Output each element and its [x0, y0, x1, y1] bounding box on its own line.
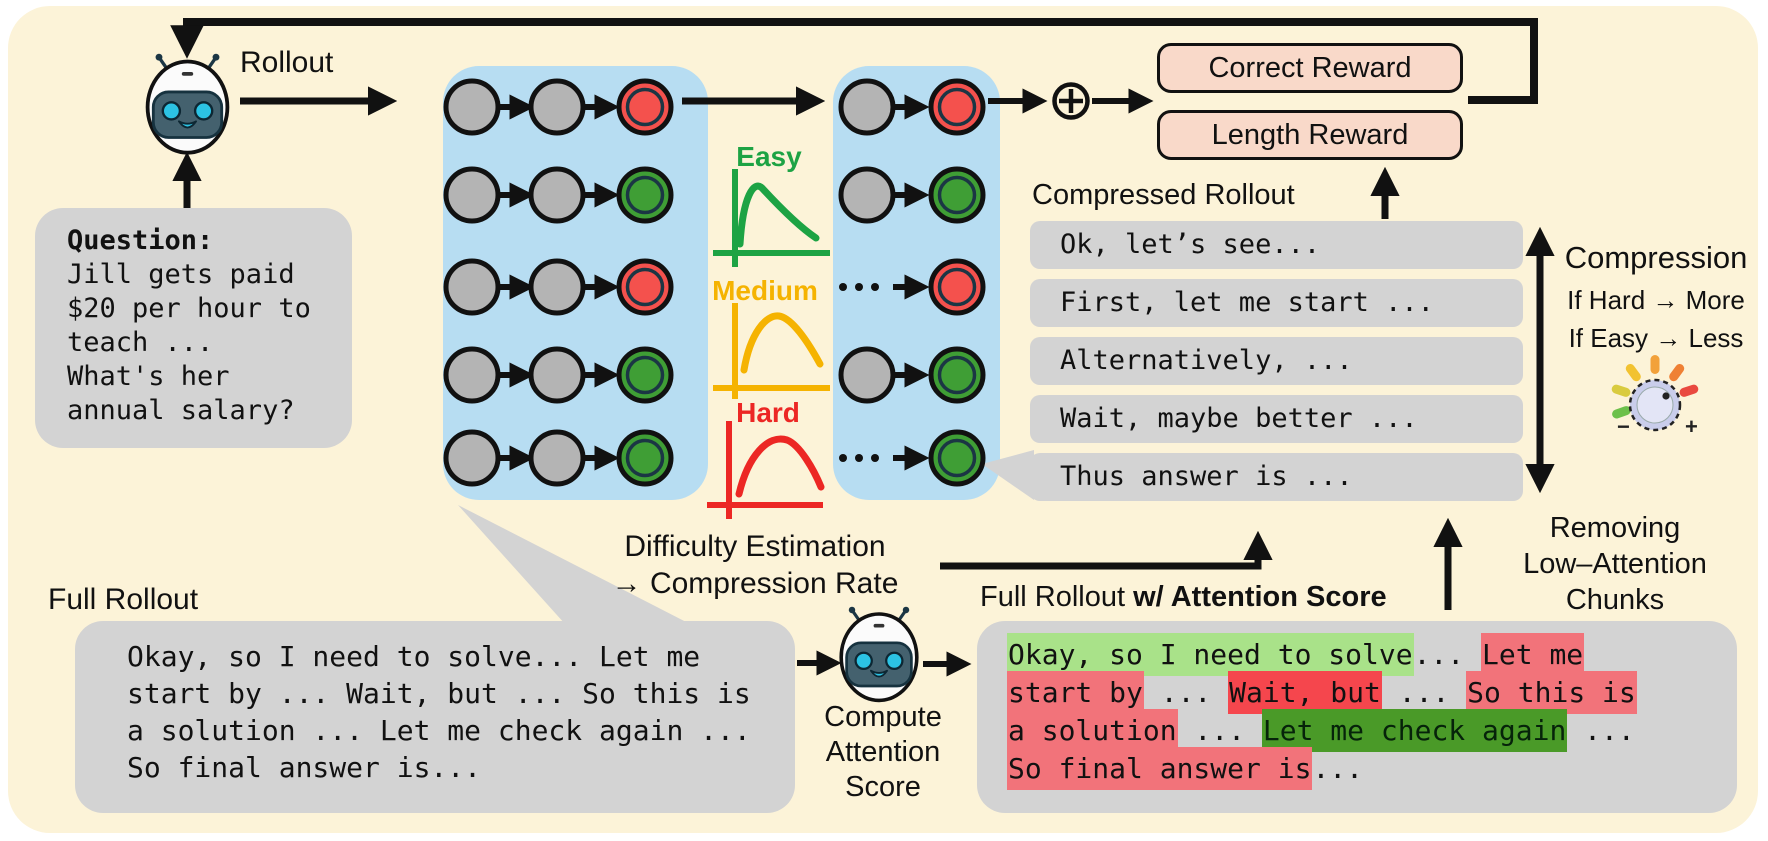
difficulty-caption: Difficulty Estimation → Compression Rate — [611, 530, 899, 600]
compute-attention-caption: Compute Attention Score — [824, 701, 942, 803]
attention-chunk-plain: ... — [1413, 638, 1482, 671]
compressed-chunk: Wait, maybe better ... — [1030, 395, 1523, 443]
question-box: Question: Jill gets paid $20 per hour to… — [35, 208, 352, 448]
attention-chunk-plain: ... — [1143, 676, 1229, 709]
easy-label: Easy — [736, 141, 802, 172]
attention-chunk-salmon: Let me — [1481, 633, 1585, 676]
attention-chunk-dark_green: Let me check again — [1261, 709, 1568, 752]
attention-score-box: Okay, so I need to solve... Let me start… — [977, 621, 1737, 813]
full-rollout-box: Okay, so I need to solve... Let me start… — [75, 621, 795, 813]
attention-line: start by ... Wait, but ... So this is — [1007, 671, 1737, 714]
compressed-chunk: First, let me start ... — [1030, 279, 1523, 327]
compressed-rollout-title: Compressed Rollout — [1032, 179, 1295, 211]
compression-rule-hard: If Hard → More — [1567, 285, 1745, 315]
attention-title-regular: Full Rollout — [980, 581, 1134, 613]
medium-label: Medium — [712, 275, 818, 306]
full-rollout-title: Full Rollout — [48, 583, 199, 616]
rollout-group-box-full — [443, 66, 708, 500]
attention-rollout-title: Full Rollout w/ Attention Score — [980, 581, 1460, 614]
attention-chunk-salmon: So this is — [1466, 671, 1637, 714]
compression-rule-easy: If Easy → Less — [1568, 323, 1744, 353]
rollout-arrow-label: Rollout — [240, 46, 334, 79]
question-body: Jill gets paid $20 per hour to teach ...… — [67, 259, 311, 426]
compression-title: Compression — [1564, 240, 1748, 275]
full-rollout-body: Okay, so I need to solve... Let me start… — [127, 640, 751, 784]
length-reward-box: Length Reward — [1157, 110, 1463, 160]
removing-chunks-label: Removing Low–Attention Chunks — [1523, 512, 1707, 616]
compressed-chunk: Alternatively, ... — [1030, 337, 1523, 385]
attention-chunk-salmon: start by — [1007, 671, 1144, 714]
attention-chunk-plain: ... — [1567, 714, 1635, 747]
attention-chunk-plain: ... — [1177, 714, 1262, 747]
compressed-chunk: Ok, let’s see... — [1030, 221, 1523, 269]
correct-reward-label: Correct Reward — [1208, 51, 1412, 84]
attention-chunk-light_green: Okay, so I need to solve — [1007, 633, 1414, 676]
attention-chunk-plain: ... — [1381, 676, 1467, 709]
attention-chunk-salmon: So final answer is — [1007, 747, 1313, 790]
attention-chunk-plain: ... — [1312, 752, 1364, 785]
hard-label: Hard — [736, 397, 800, 428]
attention-line: a solution ... Let me check again ... — [1007, 709, 1737, 752]
correct-reward-box: Correct Reward — [1157, 43, 1463, 93]
attention-chunk-red: Wait, but — [1228, 671, 1382, 714]
length-reward-label: Length Reward — [1211, 118, 1409, 151]
compressed-chunk: Thus answer is ... — [1030, 453, 1523, 501]
attention-line: So final answer is... — [1007, 747, 1737, 790]
attention-title-bold: w/ Attention Score — [1133, 581, 1387, 613]
rollout-group-box-compressed — [833, 66, 1000, 500]
attention-line: Okay, so I need to solve... Let me — [1007, 633, 1737, 676]
attention-chunk-salmon: a solution — [1007, 709, 1178, 752]
question-title: Question: — [67, 225, 214, 256]
